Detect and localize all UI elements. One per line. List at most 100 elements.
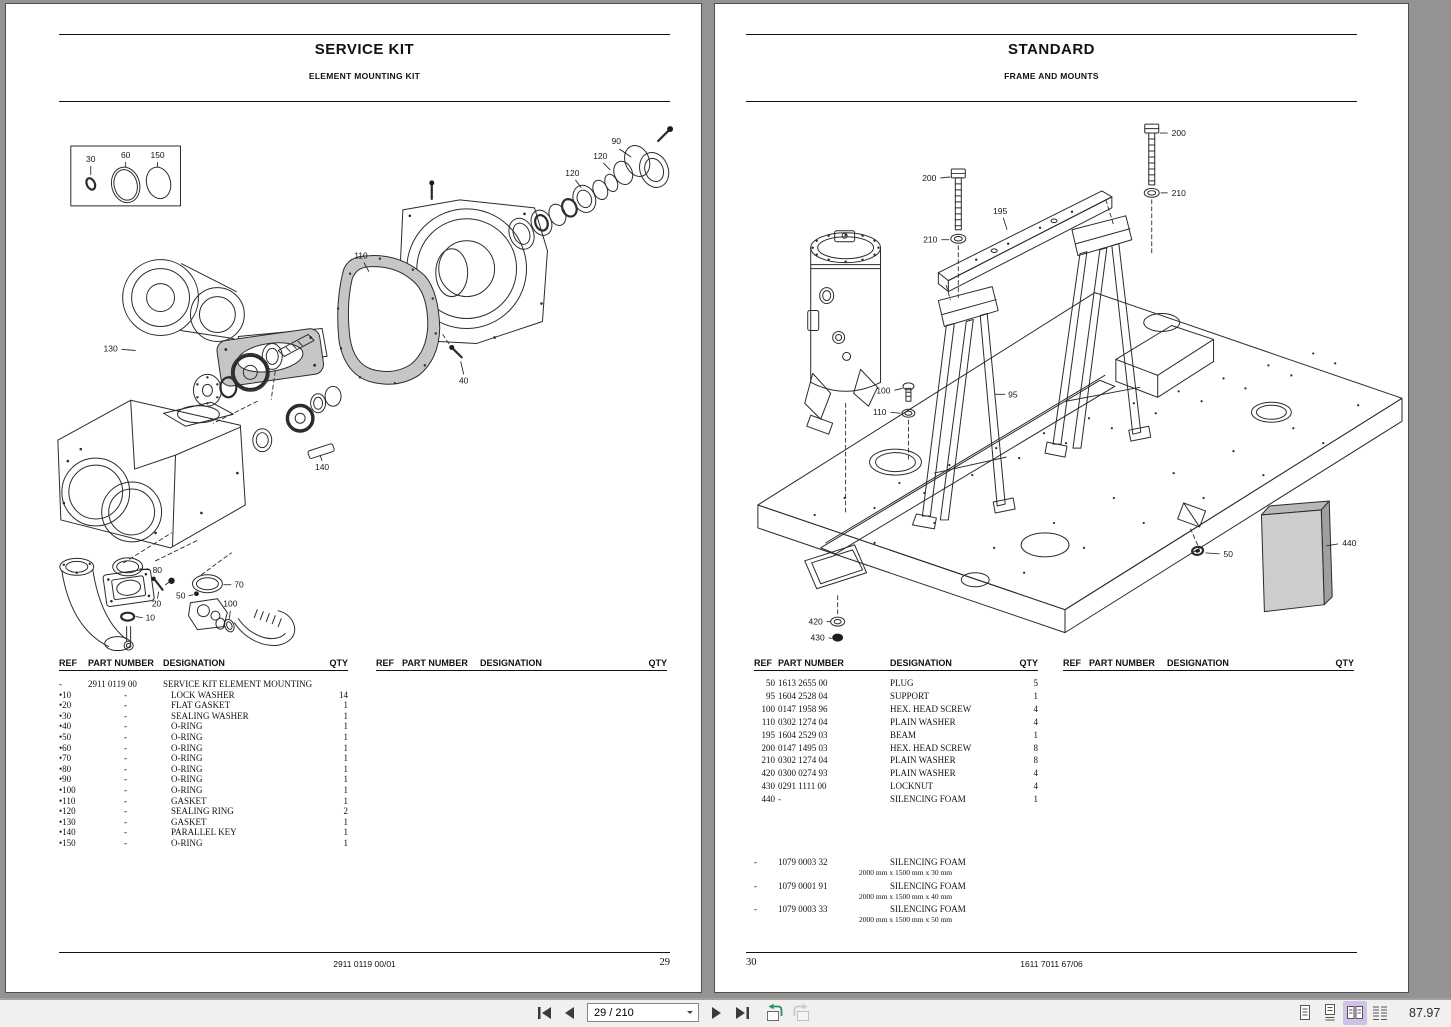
page-left: SERVICE KIT ELEMENT MOUNTING KIT xyxy=(5,3,702,993)
svg-text:50: 50 xyxy=(1224,549,1234,559)
first-page-button[interactable] xyxy=(533,1001,555,1024)
page-number: 30 xyxy=(746,957,757,968)
svg-text:440: 440 xyxy=(1342,538,1356,548)
page-title: SERVICE KIT xyxy=(314,41,415,58)
column-header: QTY xyxy=(648,658,667,668)
next-view-button[interactable] xyxy=(789,1001,811,1024)
column-header: DESIGNATION xyxy=(890,658,952,668)
page-dropdown-caret[interactable] xyxy=(687,1010,693,1017)
header-rule-top xyxy=(59,34,670,35)
viewer-toolbar: 87.97 xyxy=(0,998,1451,1027)
footer-rule xyxy=(746,952,1357,953)
header-rule-top xyxy=(746,34,1357,35)
svg-text:120: 120 xyxy=(565,168,579,178)
column-header: REF xyxy=(754,658,772,668)
page-subtitle: FRAME AND MOUNTS xyxy=(1004,71,1099,81)
svg-text:430: 430 xyxy=(811,633,825,643)
svg-text:80: 80 xyxy=(153,565,163,575)
svg-text:95: 95 xyxy=(1008,389,1018,399)
header-rule-bottom xyxy=(59,101,670,102)
svg-text:120: 120 xyxy=(593,151,607,161)
next-page-button[interactable] xyxy=(706,1001,728,1024)
continuous-view-icon xyxy=(1325,1004,1335,1021)
page-subtitle: ELEMENT MOUNTING KIT xyxy=(308,71,421,81)
previous-page-button[interactable] xyxy=(558,1001,580,1024)
footer-doc-number: 2911 0119 00/01 xyxy=(333,959,396,969)
svg-text:210: 210 xyxy=(1172,188,1186,198)
continuous-view-button[interactable] xyxy=(1318,1001,1342,1025)
page-title: STANDARD xyxy=(1007,41,1096,58)
column-header: DESIGNATION xyxy=(163,658,225,668)
last-page-icon xyxy=(735,1006,749,1019)
svg-text:40: 40 xyxy=(459,375,469,385)
svg-text:70: 70 xyxy=(234,580,244,590)
previous-view-button[interactable] xyxy=(764,1001,786,1024)
single-page-view-button[interactable] xyxy=(1293,1001,1317,1025)
two-page-view-button[interactable] xyxy=(1343,1001,1367,1025)
column-header: REF xyxy=(1063,658,1081,668)
footer-doc-number: 1611 7011 67/06 xyxy=(1020,959,1083,969)
svg-text:420: 420 xyxy=(809,617,823,627)
page-number: 29 xyxy=(659,957,671,968)
header-rule-bottom xyxy=(746,101,1357,102)
page-number-input[interactable] xyxy=(587,1003,699,1023)
svg-text:100: 100 xyxy=(223,599,237,609)
last-page-button[interactable] xyxy=(731,1001,753,1024)
svg-text:30: 30 xyxy=(86,154,96,164)
column-header: REF xyxy=(59,658,77,668)
svg-text:195: 195 xyxy=(993,206,1007,216)
page-number-box xyxy=(587,1003,699,1023)
svg-text:50: 50 xyxy=(176,591,186,601)
previous-view-icon xyxy=(766,1003,782,1021)
svg-text:20: 20 xyxy=(152,599,162,609)
column-header: DESIGNATION xyxy=(1167,658,1229,668)
two-page-continuous-view-button[interactable] xyxy=(1368,1001,1392,1025)
two-page-continuous-view-icon xyxy=(1373,1006,1387,1020)
svg-text:130: 130 xyxy=(104,343,118,353)
next-page-icon xyxy=(712,1006,721,1019)
svg-text:100: 100 xyxy=(876,385,890,395)
column-header: QTY xyxy=(1335,658,1354,668)
column-header: PART NUMBER xyxy=(88,658,154,668)
zoom-level[interactable]: 87.97 xyxy=(1409,1006,1441,1020)
column-header: PART NUMBER xyxy=(778,658,844,668)
svg-text:150: 150 xyxy=(150,150,164,160)
page-navigation xyxy=(533,1001,811,1024)
svg-text:90: 90 xyxy=(612,136,622,146)
svg-text:200: 200 xyxy=(1172,128,1186,138)
single-page-view-icon xyxy=(1300,1005,1310,1020)
